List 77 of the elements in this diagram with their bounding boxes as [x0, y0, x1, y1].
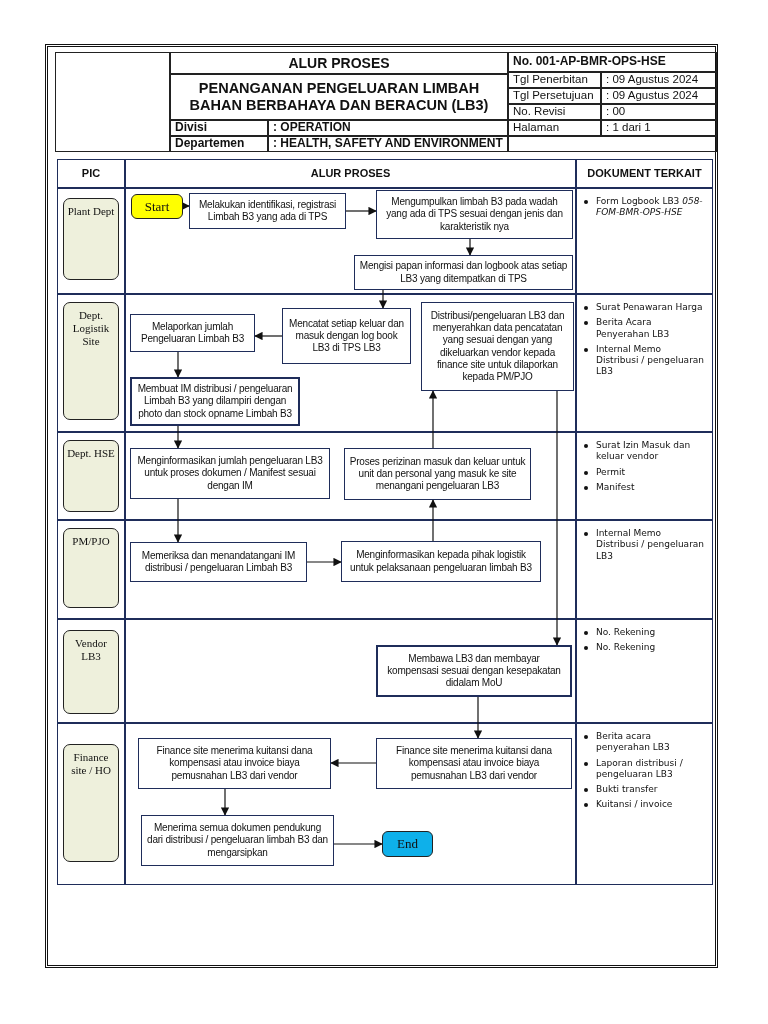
process-box: Distribusi/pengeluaran LB3 dan menyerahkan data pencatatan yang sesuai dengan yang dikeluarkan vendor kepada finance site untuk dilaporkan kepada PM/PJO [421, 302, 574, 391]
column-header: DOKUMENT TERKAIT [587, 167, 702, 180]
process-box: Memeriksa dan menandatangani IM distribusi / pengeluaran Limbah B3 [130, 542, 307, 582]
document-item: Surat Izin Masuk dan keluar vendor [596, 440, 692, 463]
arrow [345, 206, 377, 216]
process-box: Menerima semua dokumen pendukung dari distribusi / pengeluaran limbah B3 dan mengarsipkan [141, 815, 334, 866]
document-item: Berita acara penyerahan LB3 [596, 731, 671, 754]
arrow [428, 390, 438, 449]
document-item: Bukti transfer [596, 784, 658, 796]
header-text: Departemen [175, 137, 245, 151]
process-box: Finance site menerima kuitansi dana kompensasi atau invoice biaya pemusnahan LB3 dari vendor [376, 738, 572, 789]
process-box: Proses perizinan masuk dan keluar untuk unit dan personal yang masuk ke site menangani pengeluaran LB3 [344, 448, 531, 500]
start-terminal: Start [131, 194, 183, 219]
role-name: Plant Dept [67, 205, 115, 219]
role-name: PM/PJO [72, 535, 110, 549]
arrow [378, 289, 388, 309]
arrow [333, 839, 383, 849]
arrow [330, 758, 377, 768]
role-pill [63, 744, 119, 862]
process-box: Mengumpulkan limbah B3 pada wadah yang ada di TPS sesuai dengan jenis dan karakteristik nya [376, 190, 573, 239]
header-text: Tgl Penerbitan [513, 73, 588, 87]
document-item: Kuitansi / invoice [596, 799, 673, 811]
role-name: Dept. HSE [67, 447, 115, 461]
document-item: Berita Acara Penyerahan LB3 [596, 317, 671, 340]
end-terminal: End [382, 831, 433, 857]
process-box: Mengisi papan informasi dan logbook atas setiap LB3 yang ditempatkan di TPS [354, 255, 573, 290]
role-pill [63, 440, 119, 512]
process-box: Menginformasikan kepada pihak logistik untuk pelaksanaan pengeluaran limbah B3 [341, 541, 541, 582]
process-box: Melakukan identifikasi, registrasi Limbah B3 yang ada di TPS [189, 193, 346, 229]
process-box: Melaporkan jumlah Pengeluaran Limbah B3 [130, 314, 255, 352]
arrow [428, 499, 438, 542]
process-box: Membuat IM distribusi / pengeluaran Limbah B3 yang dilampiri dengan photo dan stock opname Limbah B3 [130, 377, 300, 426]
process-box: Menginformasikan jumlah pengeluaran LB3 untuk proses dokumen / Manifest sesuai dengan IM [130, 448, 330, 499]
arrow [306, 557, 342, 567]
role-pill [63, 630, 119, 714]
arrow [181, 201, 190, 211]
document-item: No. Rekening [596, 627, 656, 639]
arrow [254, 331, 283, 341]
arrow [473, 696, 483, 739]
arrow [465, 238, 475, 256]
document-item: Surat Penawaran Harga [596, 302, 703, 314]
process-box: Mencatat setiap keluar dan masuk dengan log book LB3 di TPS LB3 [282, 308, 411, 364]
header-text: : 09 Agustus 2024 [606, 73, 699, 87]
header-text: No. 001-AP-BMR-OPS-HSE [513, 55, 666, 69]
document-item: Internal Memo Distribusi / pengeluaran LB3 [596, 528, 706, 562]
role-name: Finance site / HO [70, 751, 112, 779]
document-item: No. Rekening [596, 642, 656, 654]
column-header: PIC [81, 167, 101, 180]
arrow [220, 788, 230, 816]
document-item: Internal Memo Distribusi / pengeluaran LB3 [596, 343, 706, 378]
role-pill [63, 302, 119, 420]
column-header: ALUR PROSES [310, 167, 391, 180]
header-text: : 1 dari 1 [606, 121, 651, 135]
document-item: Form Logbook LB3 058-FOM-BMR-OPS-HSE [596, 196, 704, 219]
role-pill [63, 198, 119, 280]
process-box: Finance site menerima kuitansi dana kompensasi atau invoice biaya pemusnahan LB3 dari vendor [138, 738, 331, 789]
header-text: Tgl Persetujuan [513, 89, 594, 103]
header-text: : 00 [606, 105, 626, 119]
document-item: Permit [596, 466, 625, 478]
role-name: Dept. Logistik Site [71, 309, 111, 350]
process-box: Membawa LB3 dan membayar kompensasi sesuai dengan kesepakatan didalam MoU [376, 645, 572, 697]
header-text: Halaman [513, 121, 560, 135]
header-text: No. Revisi [513, 105, 566, 119]
header-text: : 09 Agustus 2024 [606, 89, 699, 103]
document-item: Laporan distribusi / pengeluaran LB3 [596, 757, 684, 780]
arrow [173, 351, 183, 378]
header-text: Divisi [175, 121, 207, 135]
arrow [173, 498, 183, 543]
role-pill [63, 528, 119, 608]
document-item: Manifest [596, 481, 635, 493]
header-text: ALUR PROSES [288, 54, 390, 72]
role-name: Vendor LB3 [74, 637, 108, 665]
document-title: PENANGANAN PENGELUARAN LIMBAH BAHAN BERBAHAYA DAN BERACUN (LB3) [188, 79, 490, 115]
arrow [173, 425, 183, 449]
arrow [552, 390, 562, 646]
header-text: : HEALTH, SAFETY AND ENVIRONMENT [273, 137, 503, 151]
header-text: : OPERATION [273, 121, 351, 135]
